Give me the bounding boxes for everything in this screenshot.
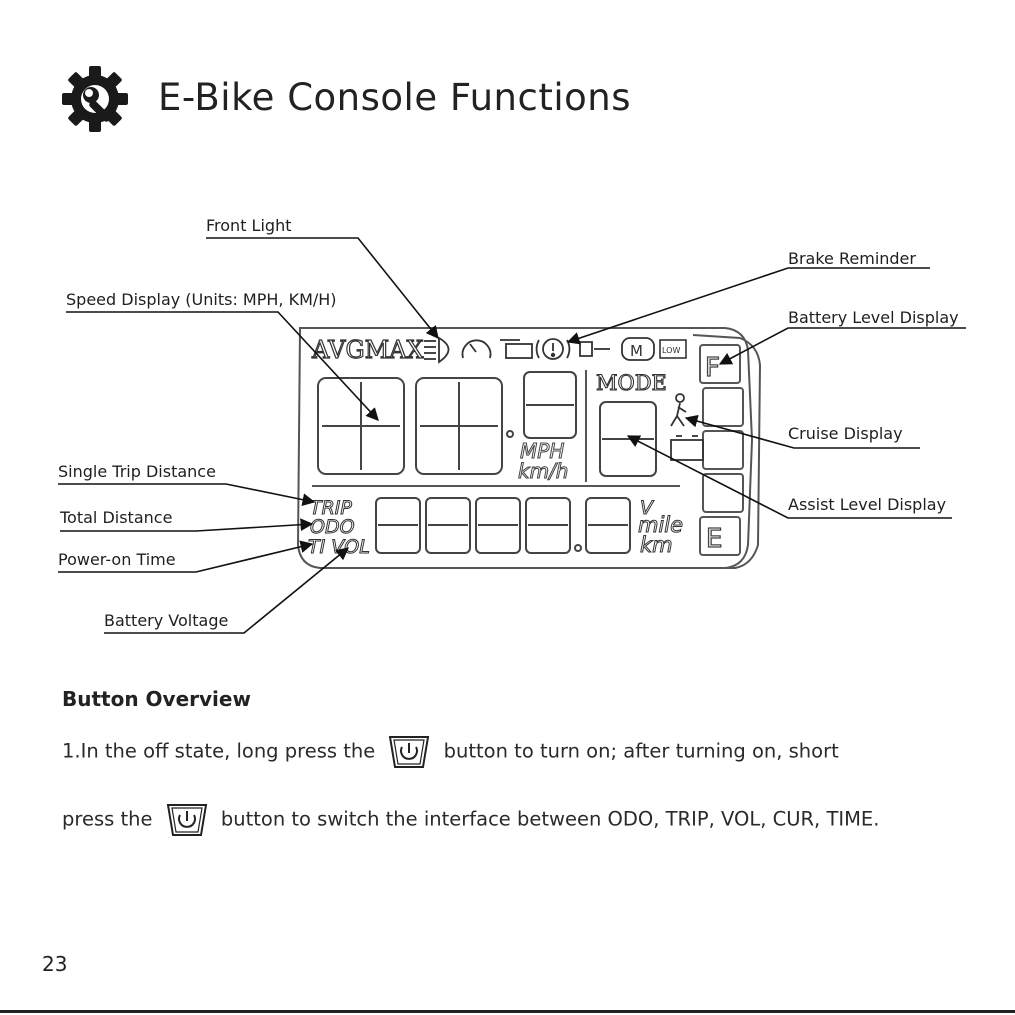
low-battery-text: LOW xyxy=(662,346,680,355)
label-total-distance: Total Distance xyxy=(60,508,173,527)
assist-level-digit xyxy=(599,401,657,477)
odo-label-tivol: TI VOL xyxy=(308,536,370,558)
settings-wrench-icon xyxy=(62,66,128,132)
callout-cruise xyxy=(684,414,920,449)
front-light-icon xyxy=(424,336,450,364)
label-power-on-time: Power-on Time xyxy=(58,550,176,569)
footer-rule xyxy=(0,1010,1015,1013)
headlight-beam-icon xyxy=(579,341,610,357)
label-battery-voltage: Battery Voltage xyxy=(104,611,229,630)
line1-text-after: button to turn on; after turning on, sho… xyxy=(443,739,839,763)
avgmax-indicator: AVGMAX xyxy=(311,336,424,364)
callout-speed xyxy=(66,311,379,421)
callout-odo xyxy=(60,518,314,532)
power-button-icon xyxy=(389,736,430,768)
label-front-light: Front Light xyxy=(206,216,292,235)
callout-front-light xyxy=(206,237,439,339)
odo-label-odo: ODO xyxy=(310,516,355,538)
odo-digits xyxy=(375,497,631,554)
line2-text-before: press the xyxy=(62,807,153,831)
callout-lines xyxy=(58,237,966,634)
odo-unit-km: km xyxy=(640,533,673,557)
page-title: E-Bike Console Functions xyxy=(158,76,632,119)
lcd-diagram: F E AVGMAX M LOW MPH km/h xyxy=(58,237,966,634)
battery-charge-icon xyxy=(670,435,704,461)
callout-brake xyxy=(566,267,930,345)
line1-text-before: 1.In the off state, long press the xyxy=(62,739,376,763)
label-assist-level: Assist Level Display xyxy=(788,495,947,514)
label-cruise: Cruise Display xyxy=(788,424,903,443)
label-speed-display: Speed Display (Units: MPH, KM/H) xyxy=(66,290,337,309)
power-button-icon xyxy=(166,804,207,836)
odo-unit-mile: mile xyxy=(638,513,683,537)
callout-trip xyxy=(58,483,316,506)
speed-unit-kmh: km/h xyxy=(518,459,568,483)
motor-icon xyxy=(500,339,533,359)
speed-digits xyxy=(317,371,577,475)
paragraph-line-2: press the button to switch the interface… xyxy=(62,802,879,838)
odo-unit-v: V xyxy=(640,497,655,519)
odo-label-trip: TRIP xyxy=(310,497,352,519)
label-single-trip: Single Trip Distance xyxy=(58,462,216,481)
mode-m-icon xyxy=(621,337,655,361)
cruise-walk-icon xyxy=(670,393,687,427)
section-heading: Button Overview xyxy=(62,687,251,711)
brake-warning-icon xyxy=(535,338,571,360)
mode-label: MODE xyxy=(596,371,667,395)
mode-m-letter: M xyxy=(630,342,643,360)
speed-unit-mph: MPH xyxy=(520,439,564,463)
lcd-frame xyxy=(296,327,754,569)
callout-voltage xyxy=(104,547,349,634)
line2-text-after: button to switch the interface between O… xyxy=(220,807,880,831)
label-battery-level: Battery Level Display xyxy=(788,308,959,327)
battery-full-mark: F xyxy=(705,353,720,383)
battery-empty-mark: E xyxy=(706,524,722,554)
callout-time xyxy=(58,540,314,573)
page-number: 23 xyxy=(42,952,68,976)
label-brake-reminder: Brake Reminder xyxy=(788,249,916,268)
paragraph-line-1: 1.In the off state, long press the butto… xyxy=(62,734,839,770)
callout-battery xyxy=(718,327,966,365)
speedometer-icon xyxy=(461,339,492,359)
low-battery-icon xyxy=(659,339,687,359)
callout-assist xyxy=(626,435,952,519)
